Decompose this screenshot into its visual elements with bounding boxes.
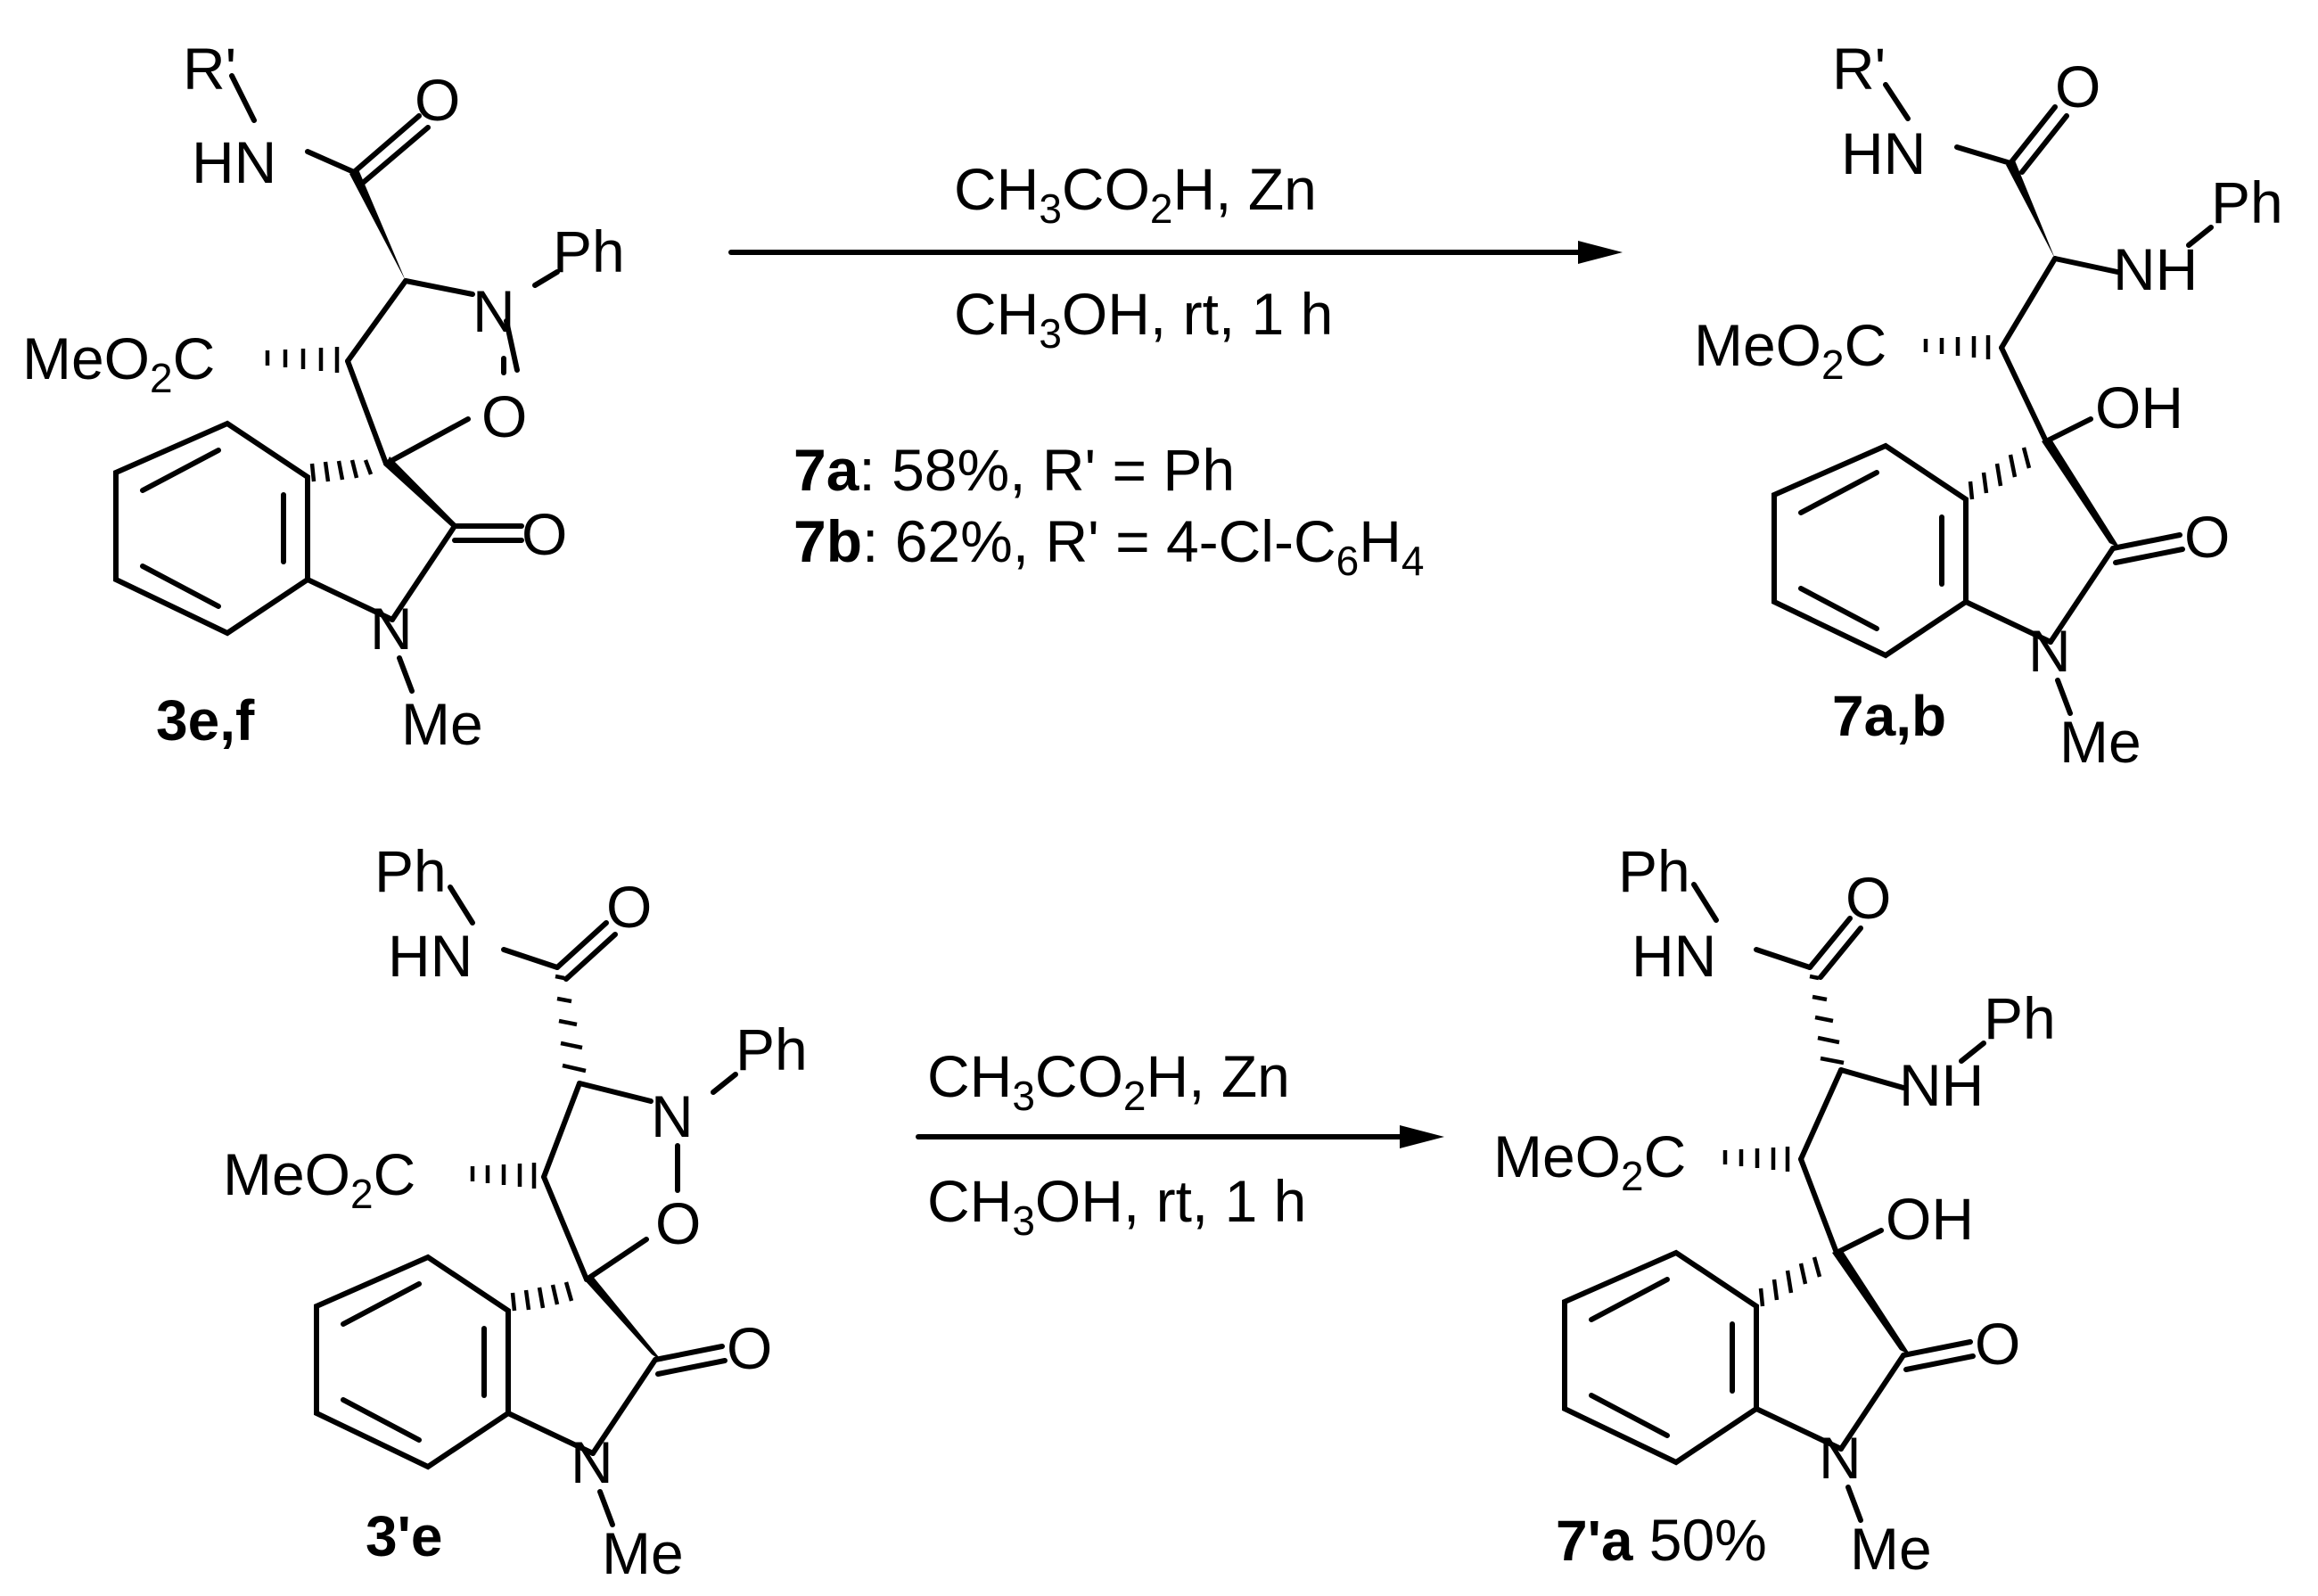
atom-r-prime: R'	[183, 36, 236, 102]
svg-text:HN: HN	[1632, 923, 1716, 989]
svg-text:Ph: Ph	[736, 1016, 808, 1082]
atom-n-indole: N	[370, 596, 413, 662]
atom-ph: Ph	[553, 218, 625, 284]
svg-text:Ph: Ph	[1984, 985, 2056, 1051]
compound-label-3pe: 3'e	[366, 1504, 442, 1568]
svg-text:NH: NH	[1899, 1052, 1984, 1118]
hash-spiro-aryl	[309, 459, 374, 482]
svg-text:NH: NH	[2113, 236, 2198, 302]
svg-text:N: N	[571, 1429, 613, 1495]
svg-text:N: N	[2028, 618, 2071, 684]
reaction-arrow-top: CH3CO2H, Zn CH3OH, rt, 1 h 7a: 58%, R' =…	[728, 156, 1623, 584]
svg-text:MeO2C: MeO2C	[223, 1141, 415, 1217]
reagents-top-line1: CH3CO2H, Zn	[954, 156, 1317, 232]
reagents-bottom-line2: CH3OH, rt, 1 h	[927, 1168, 1306, 1244]
svg-text:Ph: Ph	[1618, 838, 1690, 904]
atom-o: O	[415, 67, 460, 133]
svg-text:MeO2C: MeO2C	[1493, 1123, 1686, 1199]
svg-text:OH: OH	[2095, 374, 2183, 440]
atom-o-carbonyl: O	[522, 501, 567, 567]
svg-text:O: O	[2055, 53, 2100, 119]
compound-label-7ab: 7a,b	[1832, 684, 1946, 748]
atom-o-ring: O	[481, 383, 527, 449]
svg-text:HN: HN	[388, 923, 473, 989]
svg-text:Me: Me	[2059, 709, 2141, 775]
svg-text:R': R'	[1832, 36, 1886, 102]
compound-label-7pa: 7'a 50%	[1556, 1507, 1767, 1573]
svg-text:O: O	[1975, 1311, 2020, 1377]
svg-text:Ph: Ph	[2211, 169, 2283, 235]
atom-hn: HN	[192, 129, 276, 195]
atom-me: Me	[401, 691, 483, 757]
molecule-7pa: Ph HN O Ph NH OH O N Me MeO2C 7'a 50%	[1493, 838, 2056, 1582]
group-co2me: MeO2C	[22, 325, 215, 401]
molecule-7ab: R' HN O Ph NH OH O N Me MeO2C 7a,b	[1694, 36, 2283, 775]
svg-text:O: O	[2184, 504, 2230, 570]
svg-text:Me: Me	[1850, 1516, 1932, 1582]
yield-7a-line: 7a: 58%, R' = Ph	[793, 437, 1235, 503]
atom-n: N	[473, 278, 515, 344]
svg-text:OH: OH	[1886, 1186, 1974, 1252]
svg-text:O: O	[727, 1315, 772, 1381]
svg-text:Me: Me	[602, 1520, 684, 1586]
svg-text:N: N	[651, 1083, 694, 1149]
hash-co2me	[265, 347, 340, 373]
svg-text:MeO2C: MeO2C	[1694, 312, 1886, 388]
svg-text:HN: HN	[1841, 120, 1926, 186]
svg-text:O: O	[606, 874, 652, 940]
reagents-top-line2: CH3OH, rt, 1 h	[954, 281, 1333, 357]
molecule-3pe: Ph HN O N Ph O O N Me MeO2C 3'e	[223, 838, 808, 1586]
compound-label-3ef: 3e,f	[156, 688, 255, 753]
svg-text:Ph: Ph	[374, 838, 447, 904]
svg-text:O: O	[1845, 865, 1891, 931]
reaction-arrow-bottom: CH3CO2H, Zn CH3OH, rt, 1 h	[916, 1043, 1444, 1244]
molecule-3ef: R' HN O N Ph O O N Me MeO2C 3e,f	[22, 36, 625, 757]
reagents-bottom-line1: CH3CO2H, Zn	[927, 1043, 1290, 1119]
svg-text:O: O	[655, 1190, 701, 1256]
yield-7b-line: 7b: 62%, R' = 4-Cl-C6H4	[793, 508, 1424, 584]
svg-text:N: N	[1819, 1425, 1862, 1491]
